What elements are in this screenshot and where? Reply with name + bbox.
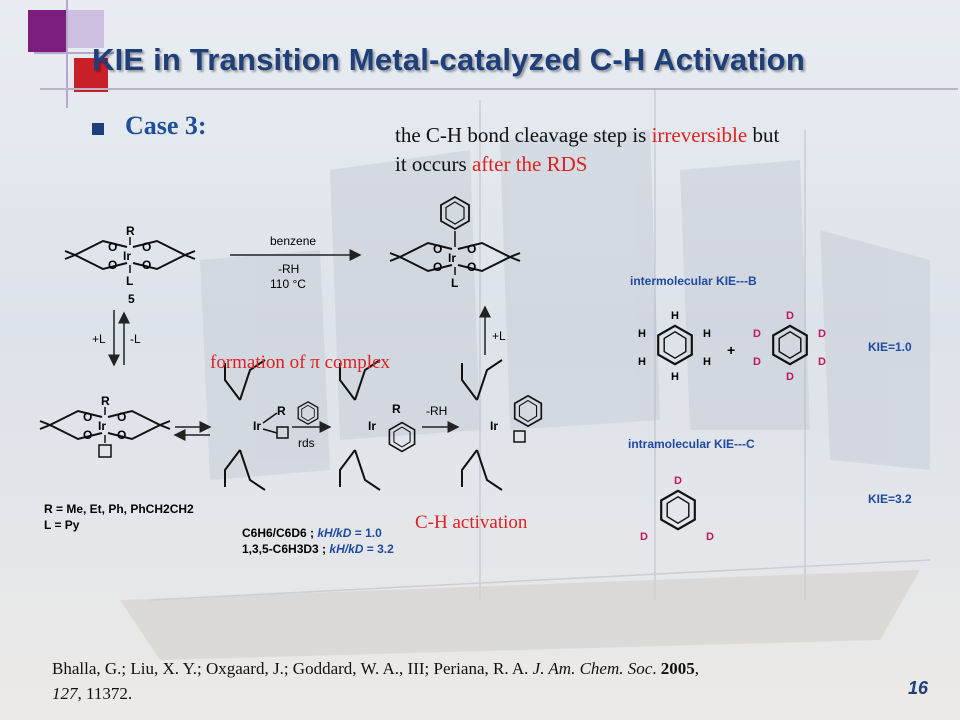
atom-label: O	[83, 428, 92, 442]
kie-value: = 3.2	[367, 542, 394, 556]
rh-label: -RH	[426, 404, 447, 418]
citation: Bhalla, G.; Liu, X. Y.; Oxgaard, J.; God…	[52, 659, 700, 703]
kie-formula: 1,3,5-C6H3D3 ;	[242, 542, 326, 556]
annotation-pi-complex: formation of π complex	[210, 352, 391, 373]
decor-square-red	[74, 58, 108, 92]
l-definition: L = Py	[44, 518, 80, 532]
atom-label: O	[433, 242, 442, 256]
atom-label: O	[467, 260, 476, 274]
page-number: 16	[907, 678, 928, 698]
iridium-phenyl-cis: Ir	[461, 359, 543, 491]
desc-text: it occurs	[395, 152, 472, 176]
atom-label: O	[142, 240, 151, 254]
atom-label: O	[117, 410, 126, 424]
decor-square-lilac	[66, 10, 104, 48]
atom-label: O	[83, 410, 92, 424]
atom-label: O	[467, 242, 476, 256]
plus-sign: +	[727, 342, 735, 358]
atom-label: D	[818, 328, 826, 340]
title-divider	[40, 88, 958, 90]
atom-label: O	[108, 240, 117, 254]
benzene-d6: D D D D D D	[753, 310, 826, 383]
kie-ratio: kH/kD	[317, 526, 351, 540]
atom-label: O	[142, 258, 151, 272]
annotation-ch-activation: C-H activation	[415, 512, 528, 533]
decor-line-horizontal	[34, 52, 114, 54]
citation-year: 2005	[660, 659, 695, 678]
arrow-label-minus-l: -L	[130, 332, 141, 346]
desc-text: the C-H bond cleavage step is	[395, 123, 652, 147]
reaction-scheme: Ir R L O O O O 5 benzene -RH 110 °C Ir L…	[39, 196, 912, 556]
atom-label: D	[753, 328, 761, 340]
kie-line-1: C6H6/C6D6 ; kH/kD = 1.0	[242, 526, 382, 540]
condition-rh: -RH	[278, 262, 299, 276]
decor-square-purple	[28, 10, 66, 52]
atom-label: Ir	[123, 249, 131, 263]
kie-formula: C6H6/C6D6 ;	[242, 526, 314, 540]
atom-label: D	[640, 531, 648, 543]
kie-value: = 1.0	[355, 526, 382, 540]
arrow-label-plus-l-right: +L	[492, 329, 506, 343]
iridium-complex-5: Ir R L O O O O	[64, 224, 196, 288]
citation-pages: , 11372.	[77, 684, 133, 703]
atom-label: H	[671, 310, 679, 322]
atom-label: D	[706, 531, 714, 543]
compound-number: 5	[128, 292, 135, 306]
atom-label: R	[101, 394, 110, 408]
intramolecular-kie-value: KIE=3.2	[868, 492, 912, 506]
decor-line-vertical	[66, 0, 68, 108]
citation-volume: 127	[52, 684, 78, 703]
kie-line-2: 1,3,5-C6H3D3 ; kH/kD = 3.2	[242, 542, 394, 556]
iridium-phenyl-product: Ir L O O O O	[389, 196, 521, 290]
atom-label: Ir	[368, 419, 376, 433]
intramolecular-kie-title: intramolecular KIE---C	[628, 437, 755, 451]
atom-label: O	[117, 428, 126, 442]
desc-highlight-after-rds: after the RDS	[471, 152, 588, 176]
atom-label: D	[818, 356, 826, 368]
r-definition: R = Me, Et, Ph, PhCH2CH2	[44, 502, 194, 516]
atom-label: O	[433, 260, 442, 274]
atom-label: O	[108, 258, 117, 272]
atom-label: H	[703, 328, 711, 340]
atom-label: Ir	[98, 419, 106, 433]
reagent-benzene: benzene	[270, 234, 316, 248]
atom-label: H	[638, 328, 646, 340]
atom-label: Ir	[490, 419, 498, 433]
citation-authors: Bhalla, G.; Liu, X. Y.; Oxgaard, J.; God…	[52, 659, 533, 678]
citation-journal: J. Am. Chem. Soc	[532, 659, 653, 678]
case-label: Case 3:	[125, 111, 207, 140]
atom-label: L	[451, 276, 458, 290]
atom-label: D	[753, 356, 761, 368]
atom-label: H	[671, 371, 679, 383]
case-description: the C-H bond cleavage step is irreversib…	[395, 121, 895, 179]
atom-label: H	[638, 356, 646, 368]
intermolecular-kie-value: KIE=1.0	[868, 340, 912, 354]
iridium-pi-complex: Ir R	[339, 359, 416, 491]
atom-label: R	[277, 404, 286, 418]
atom-label: R	[126, 224, 135, 238]
atom-label: Ir	[253, 419, 261, 433]
slide-title: KIE in Transition Metal-catalyzed C-H Ac…	[92, 42, 805, 77]
iridium-complex-vacant: Ir R O O O O	[39, 394, 171, 458]
iridium-cis-complex: Ir R	[224, 359, 289, 491]
atom-label: Ir	[448, 251, 456, 265]
atom-label: D	[674, 475, 682, 487]
benzene-h6: H H H H H H	[638, 310, 711, 383]
atom-label: R	[392, 402, 401, 416]
arrow-label-plus-l: +L	[92, 332, 106, 346]
rds-label: rds	[298, 436, 315, 450]
intermolecular-kie-title: intermolecular KIE---B	[630, 274, 757, 288]
bullet-square	[92, 123, 104, 135]
atom-label: L	[126, 274, 133, 288]
atom-label: D	[786, 371, 794, 383]
condition-temp: 110 °C	[270, 277, 306, 291]
kie-ratio: kH/kD	[329, 542, 363, 556]
benzene-135-d3: D D D	[640, 475, 714, 543]
desc-text: but	[747, 123, 780, 147]
desc-highlight-irreversible: irreversible	[651, 123, 748, 147]
atom-label: H	[703, 356, 711, 368]
atom-label: D	[786, 310, 794, 322]
